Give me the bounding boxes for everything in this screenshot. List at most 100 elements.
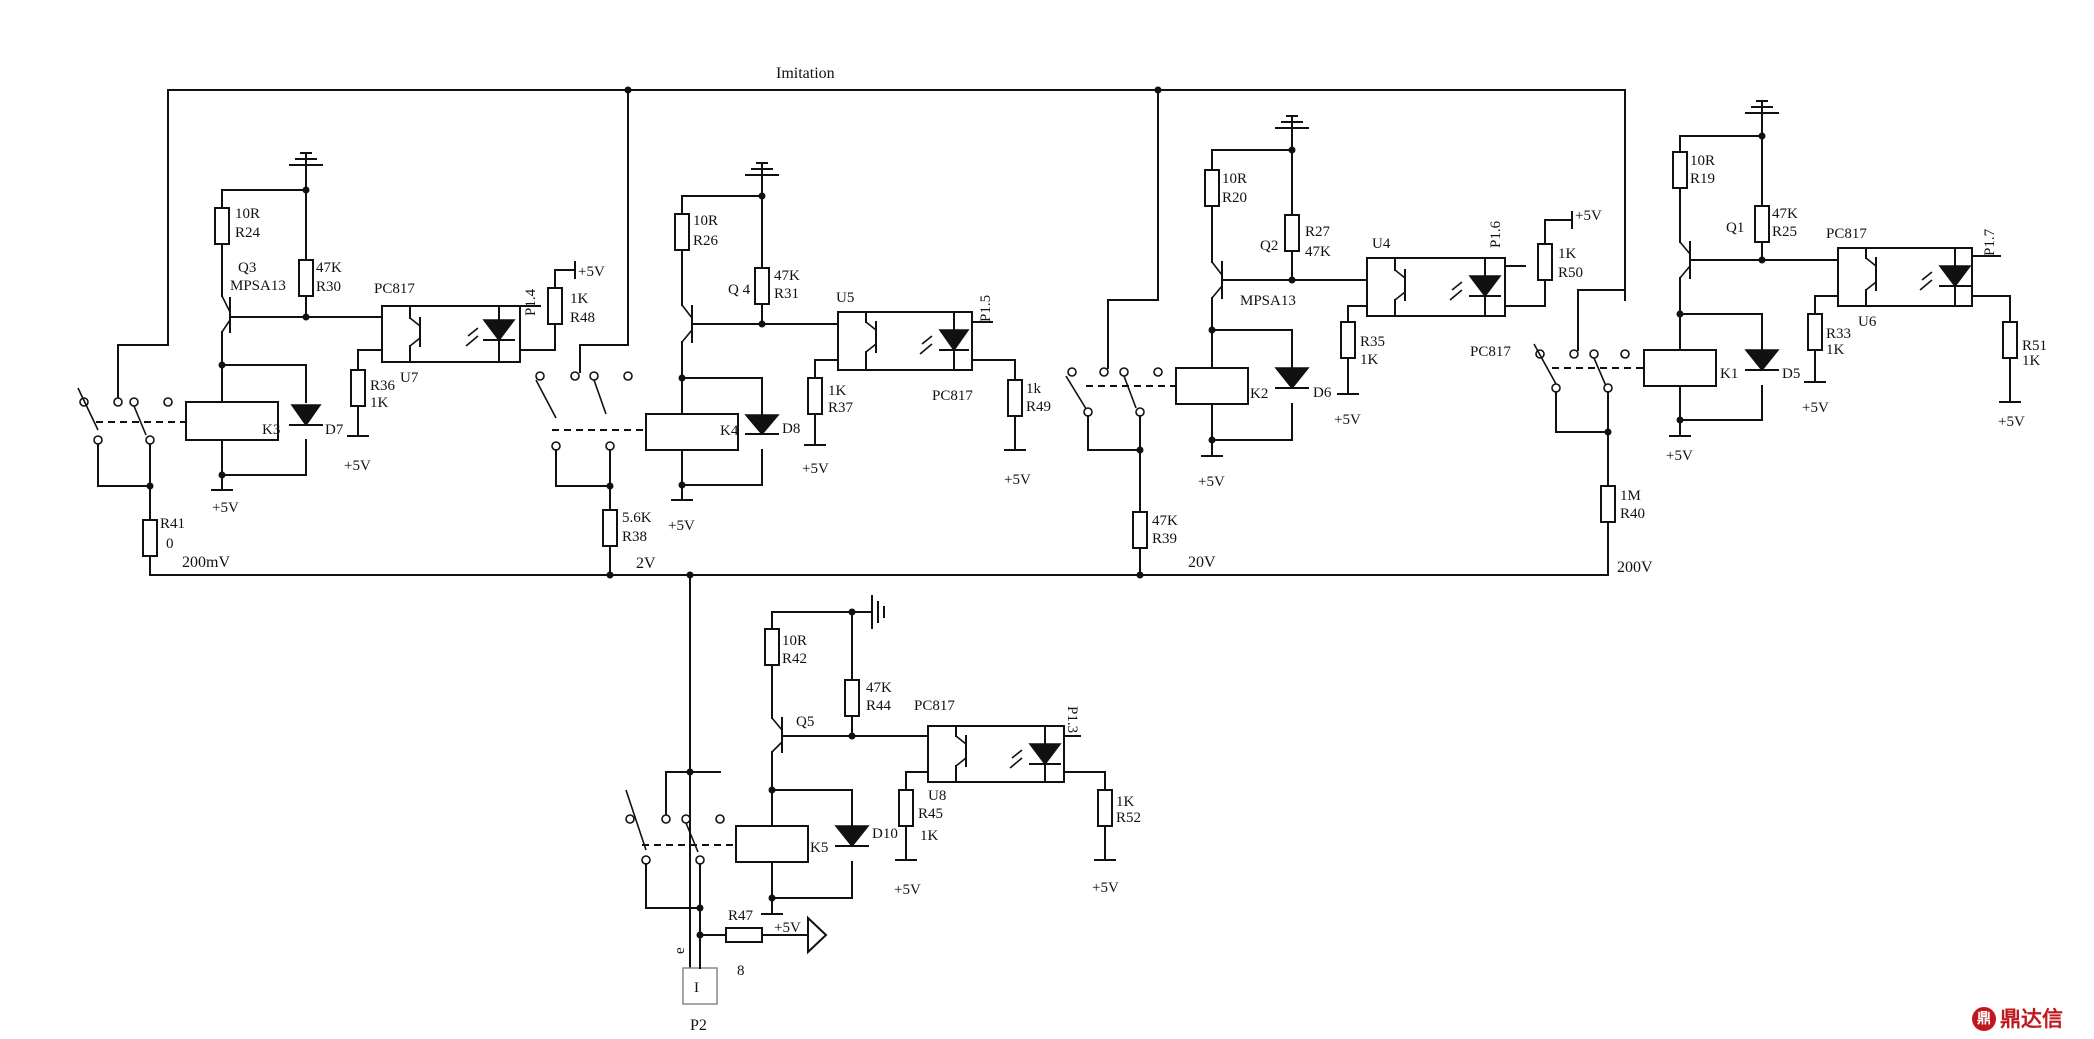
r47-value: 8 xyxy=(737,963,745,979)
ground-icon xyxy=(745,162,779,176)
imitation-bus: Imitation xyxy=(167,65,1626,346)
r42-value: 10R xyxy=(782,633,807,649)
relay-k4-label: K4 xyxy=(720,423,739,439)
r35-id: R35 xyxy=(1360,334,1385,350)
relay-stage-k5: R47 8 +5V I e P2 K5 D10 Q5 10R R42 xyxy=(625,595,1141,1034)
u7-id: U7 xyxy=(400,370,419,386)
vcc-r33: +5V xyxy=(1802,400,1829,416)
q3-id: Q3 xyxy=(238,260,256,276)
u5-part: PC817 xyxy=(932,388,973,404)
imitation-label: Imitation xyxy=(776,65,835,82)
q3-part: MPSA13 xyxy=(230,278,286,294)
r31-value: 47K xyxy=(774,268,800,284)
u6-part: PC817 xyxy=(1826,226,1867,242)
q2-id: Q2 xyxy=(1260,238,1278,254)
r27-value: 47K xyxy=(1305,244,1331,260)
vcc-r47: +5V xyxy=(774,920,801,936)
u7-part: PC817 xyxy=(374,281,415,297)
diode-d10-label: D10 xyxy=(872,826,898,842)
u4-pin: P1.6 xyxy=(1488,220,1504,248)
relay-k5-label: K5 xyxy=(810,840,828,856)
r45-value: 1K xyxy=(920,828,939,844)
r51-value: 1K xyxy=(2022,353,2041,369)
watermark-logo: 鼎 鼎达信 xyxy=(1972,1005,2082,1033)
range-label-200v: 200V xyxy=(1617,559,1653,576)
vcc-r37: +5V xyxy=(802,461,829,477)
relay-k1-label: K1 xyxy=(1720,366,1738,382)
r51-id: R51 xyxy=(2022,338,2047,354)
r26-value: 10R xyxy=(693,213,718,229)
r25-id: R25 xyxy=(1772,224,1797,240)
r44-id: R44 xyxy=(866,698,892,714)
r37-id: R37 xyxy=(828,400,854,416)
watermark-icon: 鼎 xyxy=(1972,1007,1996,1031)
r35-value: 1K xyxy=(1360,352,1379,368)
range-output-bus: 200mV 2V 20V 200V xyxy=(149,554,1653,986)
ground-icon xyxy=(1275,115,1309,129)
r30-value: 47K xyxy=(316,260,342,276)
u5-pin: P1.5 xyxy=(978,295,994,322)
diode-d5-label: D5 xyxy=(1782,366,1800,382)
range-label-200mv: 200mV xyxy=(182,554,230,571)
u6-pin: P1.7 xyxy=(1982,228,1998,256)
r19-value: 10R xyxy=(1690,153,1715,169)
r48-id: R48 xyxy=(570,310,595,326)
r41-id: R41 xyxy=(160,516,185,532)
r48-value: 1K xyxy=(570,291,589,307)
u8-part: PC817 xyxy=(914,698,955,714)
u6-id: U6 xyxy=(1858,314,1877,330)
r33-id: R33 xyxy=(1826,326,1851,342)
r33-value: 1K xyxy=(1826,342,1845,358)
vcc-r49: +5V xyxy=(1004,472,1031,488)
watermark-text: 鼎达信 xyxy=(2000,1007,2063,1031)
q4-id: Q 4 xyxy=(728,282,751,298)
r40-value: 1M xyxy=(1620,488,1641,504)
r24-value: 10R xyxy=(235,206,260,222)
range-label-2v: 2V xyxy=(636,555,656,572)
vcc-r36: +5V xyxy=(344,458,371,474)
vcc-r48: +5V xyxy=(578,264,605,280)
pc817-label-k1: PC817 xyxy=(1470,344,1511,360)
q5-id: Q5 xyxy=(796,714,814,730)
vcc-r35: +5V xyxy=(1334,412,1361,428)
diode-d8-label: D8 xyxy=(782,421,800,437)
r39-value: 47K xyxy=(1152,513,1178,529)
r50-id: R50 xyxy=(1558,265,1583,281)
r19-id: R19 xyxy=(1690,171,1715,187)
r40-id: R40 xyxy=(1620,506,1645,522)
relay-k3-label: K3 xyxy=(262,422,280,438)
u4-id: U4 xyxy=(1372,236,1391,252)
p2-label: P2 xyxy=(690,1017,707,1034)
r37-value: 1K xyxy=(828,383,847,399)
r20-id: R20 xyxy=(1222,190,1247,206)
r20-value: 10R xyxy=(1222,171,1247,187)
range-label-20v: 20V xyxy=(1188,554,1216,571)
vcc-r45: +5V xyxy=(894,882,921,898)
q2-part: MPSA13 xyxy=(1240,293,1296,309)
r36-value: 1K xyxy=(370,395,389,411)
diode-d7-label: D7 xyxy=(325,422,344,438)
u5-id: U5 xyxy=(836,290,854,306)
vcc-k3: +5V xyxy=(212,500,239,516)
r38-value: 5.6K xyxy=(622,510,652,526)
diode-d6-label: D6 xyxy=(1313,385,1332,401)
r25-value: 47K xyxy=(1772,206,1798,222)
r52-value: 1K xyxy=(1116,794,1135,810)
p2-pin-top: e xyxy=(672,947,688,954)
r31-id: R31 xyxy=(774,286,799,302)
r38-id: R38 xyxy=(622,529,647,545)
vcc-r50: +5V xyxy=(1575,208,1602,224)
r45-id: R45 xyxy=(918,806,943,822)
vcc-k4: +5V xyxy=(668,518,695,534)
r30-id: R30 xyxy=(316,279,341,295)
r26-id: R26 xyxy=(693,233,719,249)
r49-id: R49 xyxy=(1026,399,1051,415)
relay-stage-k1: 1M R40 K1 +5V D5 Q1 10R R19 47K R25 xyxy=(1470,100,2047,576)
r52-id: R52 xyxy=(1116,810,1141,826)
r49-value: 1k xyxy=(1026,381,1042,397)
u8-id: U8 xyxy=(928,788,946,804)
r24-id: R24 xyxy=(235,225,261,241)
ground-icon xyxy=(289,152,323,166)
relay-stage-k3: R41 0 K3 +5V D7 Q3 MPSA13 10R R24 47K R3 xyxy=(77,152,605,576)
